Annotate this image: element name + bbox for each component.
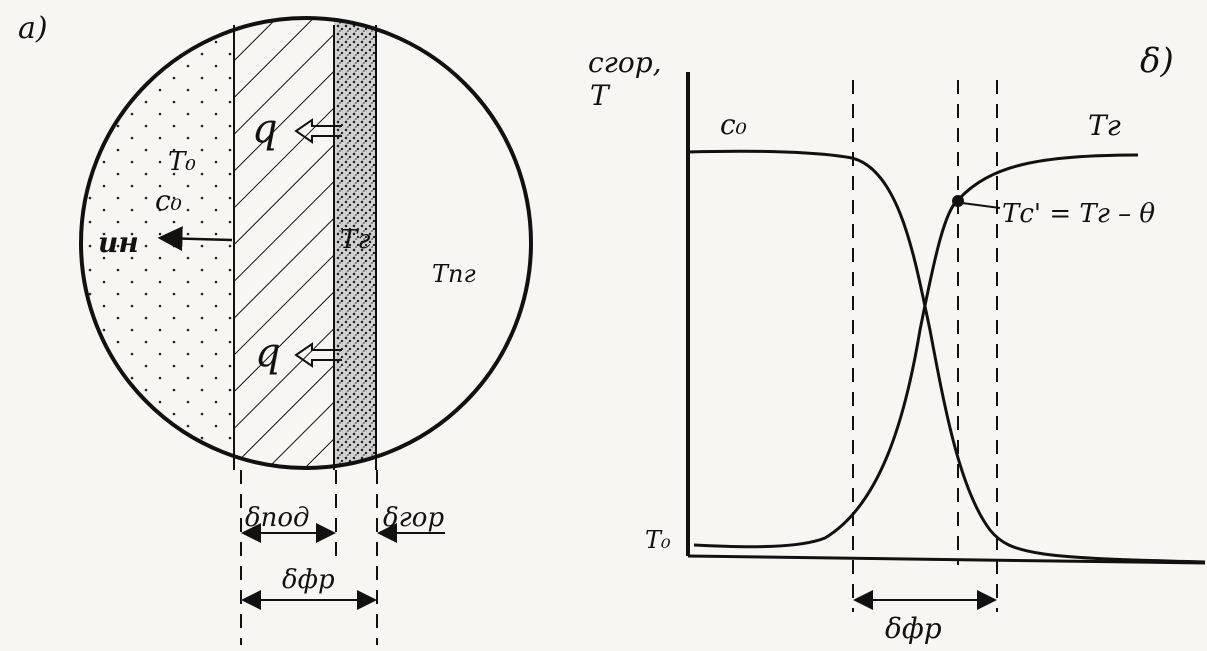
label-delta-fr-a: δфр xyxy=(282,565,335,595)
label-Tc: Tс' = Tг – θ xyxy=(1002,199,1155,229)
flame-circle xyxy=(79,16,533,470)
y-axis-label-1: cгор, xyxy=(588,46,662,79)
heat-flux-arrow-top xyxy=(294,118,342,144)
label-Tg-curve: Tг xyxy=(1088,109,1121,142)
label-c0-curve: c₀ xyxy=(720,108,747,141)
label-q-bottom: q xyxy=(255,330,281,376)
panel-a-label: a) xyxy=(18,11,48,46)
heat-flux-arrow-bottom xyxy=(294,342,342,368)
label-un: uн xyxy=(98,226,139,259)
y-axis-label-2: T xyxy=(590,79,611,112)
preheat-zone xyxy=(234,18,334,468)
label-c0: c₀ xyxy=(155,184,182,217)
concentration-curve xyxy=(687,149,1206,564)
label-delta-fr-b: δфр xyxy=(885,612,942,645)
temperature-curve xyxy=(693,153,1139,549)
x-axis xyxy=(687,554,1206,565)
label-delta-pod: δпод xyxy=(245,503,310,533)
leader-Tc xyxy=(961,202,1001,209)
panel-a: a) T₀ c₀ uн Tг Tпг q q δпод δгор xyxy=(18,11,533,645)
combustion-zone xyxy=(334,18,376,468)
label-T0-axis: T₀ xyxy=(645,526,671,554)
label-q-top: q xyxy=(252,106,278,152)
label-Tpg: Tпг xyxy=(432,260,476,288)
label-Tg: Tг xyxy=(340,225,370,255)
panel-b: δ) cгор, T T₀ c₀ Tг Tс' = Tг – θ δфр xyxy=(588,41,1206,645)
label-T0: T₀ xyxy=(168,147,196,177)
propagation-arrow xyxy=(157,226,233,252)
panel-b-label: δ) xyxy=(1140,41,1174,81)
label-delta-gor: δгор xyxy=(383,503,444,533)
